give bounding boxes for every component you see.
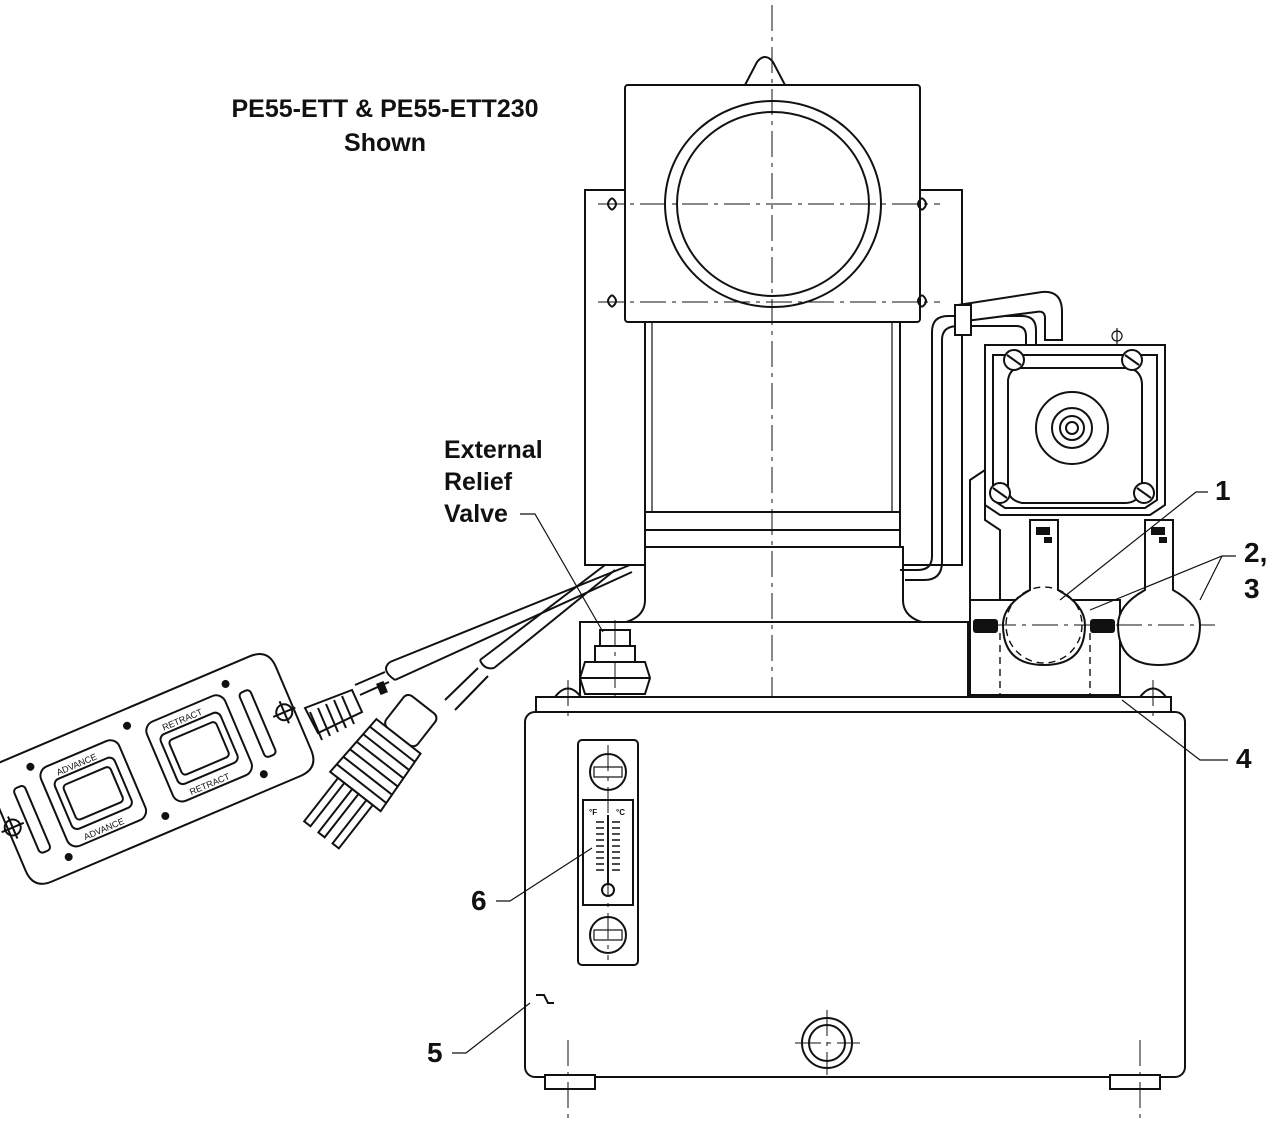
callout-number-4: 4 — [1236, 743, 1252, 774]
callout-relief-line3: Valve — [444, 500, 508, 528]
leader-6 — [496, 847, 593, 902]
callout-number-1: 1 — [1215, 475, 1231, 506]
callout-number-3: 3 — [1244, 573, 1260, 604]
leader-5 — [452, 1002, 531, 1054]
callout-relief-valve: External Relief Valve — [444, 436, 604, 633]
power-cords — [354, 564, 633, 711]
title-shown: Shown — [344, 129, 426, 157]
callout-number-5: 5 — [427, 1037, 443, 1068]
callout-number-2: 2, — [1244, 537, 1267, 568]
port-plug-1 — [973, 619, 998, 633]
sight-gauge: °F °C — [577, 739, 639, 966]
pendant-advance-button: ADVANCE ADVANCE — [39, 739, 148, 848]
motor-assembly — [579, 5, 969, 755]
solenoid-boss — [1035, 391, 1109, 465]
leader-1 — [1059, 491, 1208, 601]
gauge-unit-f: °F — [589, 808, 597, 817]
pendant-retract-button: RETRACT RETRACT — [145, 694, 253, 803]
gauge-port-2 — [1116, 519, 1202, 667]
plug-prong-1 — [302, 776, 346, 828]
gauge-unit-c: °C — [616, 808, 625, 817]
valve-screws — [989, 328, 1155, 504]
callout-4: 4 — [1121, 699, 1252, 774]
title-model: PE55-ETT & PE55-ETT230 — [231, 95, 538, 123]
pendant-strain-relief — [303, 680, 388, 741]
callout-relief-line1: External — [444, 436, 543, 464]
tube-clamp — [954, 304, 972, 336]
callout-5: 5 — [427, 1002, 531, 1068]
gauge-port-1 — [1001, 519, 1087, 667]
leader-2b — [1199, 555, 1223, 601]
callout-6: 6 — [471, 847, 593, 916]
callout-relief-line2: Relief — [444, 468, 513, 496]
leader-relief — [520, 513, 604, 633]
port-plug-2 — [1090, 619, 1115, 633]
fill-mark — [536, 994, 554, 1004]
leader-4 — [1121, 699, 1228, 761]
pendant-controller: ADVANCE ADVANCE RETRACT RETRACT — [0, 653, 315, 885]
callout-number-6: 6 — [471, 885, 487, 916]
pendant-screws — [26, 679, 268, 861]
plug-body — [328, 717, 422, 813]
plug-prong-2 — [316, 787, 360, 839]
valve-assembly — [969, 328, 1215, 700]
elbow-fitting — [957, 290, 1063, 341]
lifting-eye — [743, 56, 787, 86]
reservoir — [524, 680, 1186, 1118]
plug-prong-3 — [331, 798, 375, 850]
solenoid-cover — [1007, 367, 1143, 504]
callout-1: 1 — [1059, 475, 1231, 601]
relief-valve — [578, 620, 652, 720]
tube-line — [900, 290, 1063, 581]
power-plug — [302, 693, 438, 850]
motor-base-flare — [609, 546, 939, 626]
callout-2-3: 2, 3 — [1089, 537, 1267, 611]
reservoir-tank — [524, 711, 1186, 1078]
